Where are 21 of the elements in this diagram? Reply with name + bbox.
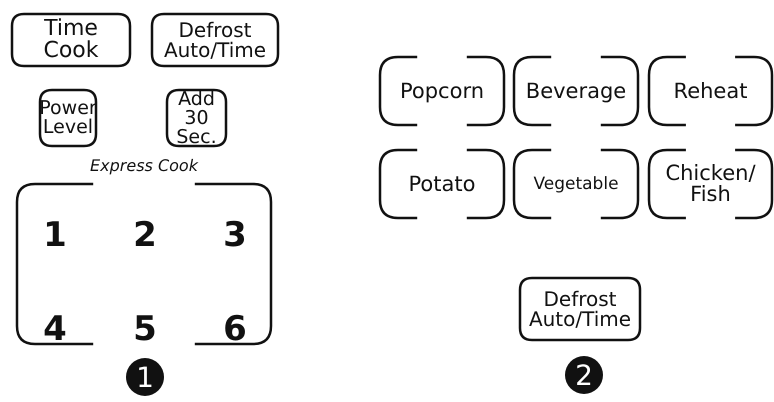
keypad-digit: 6 (222, 312, 248, 346)
control-button: Beverage (512, 55, 640, 127)
control-button: Defrost Auto/Time (150, 12, 280, 68)
keypad-digit: 2 (132, 218, 158, 252)
control-button: Defrost Auto/Time (518, 276, 642, 342)
control-button: Chicken/ Fish (647, 148, 774, 220)
control-button: Potato (378, 148, 506, 220)
control-button: Power Level (38, 88, 98, 148)
control-button: Add 30 Sec. (165, 88, 228, 148)
keypad (15, 158, 273, 346)
callout-number: 1 (126, 358, 164, 396)
control-button: Popcorn (378, 55, 506, 127)
callout-number: 2 (565, 356, 603, 394)
keypad-heading: Express Cook (89, 158, 200, 174)
keypad-digit: 1 (42, 218, 68, 252)
control-button: Time Cook (10, 12, 132, 68)
control-button: Vegetable (512, 148, 640, 220)
keypad-digit: 4 (42, 312, 68, 346)
keypad-digit: 3 (222, 218, 248, 252)
control-button: Reheat (647, 55, 774, 127)
keypad-digit: 5 (132, 312, 158, 346)
